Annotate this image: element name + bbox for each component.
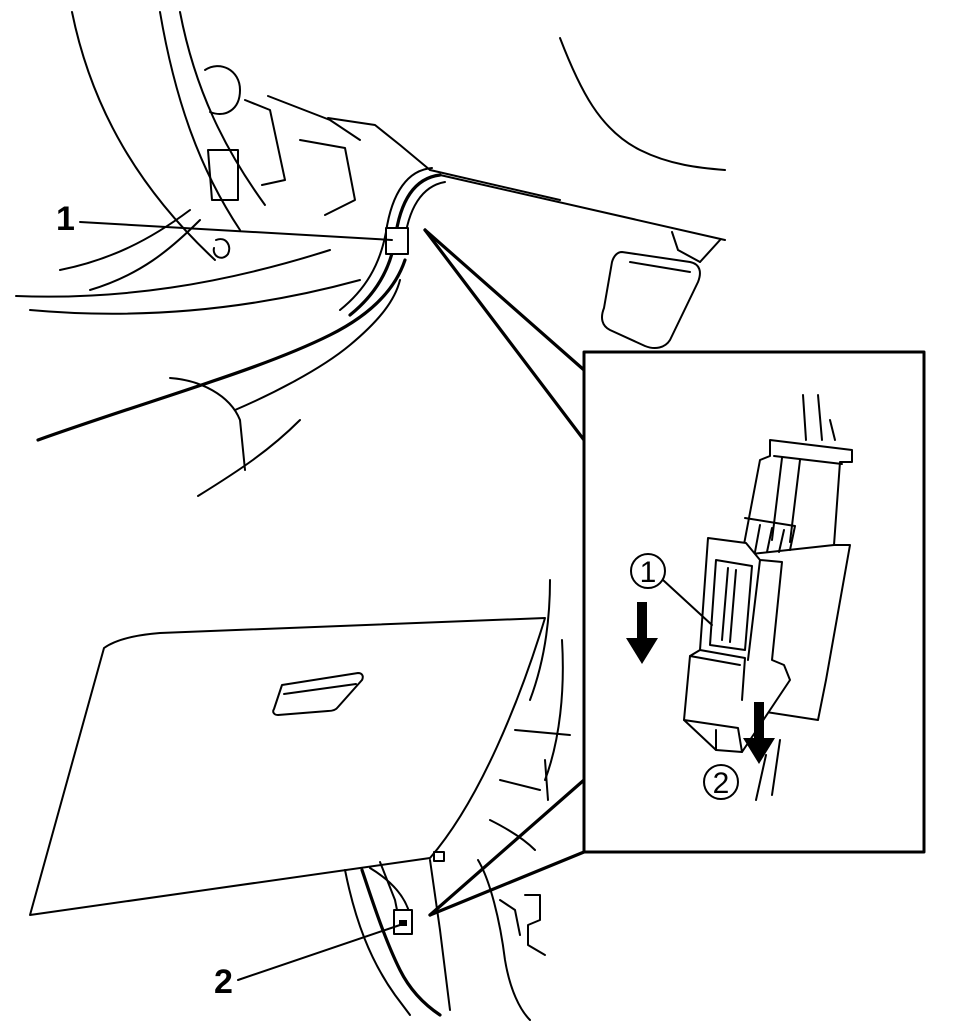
callout-2: 2 (214, 924, 401, 1001)
circled-step-2: 2 (703, 764, 739, 800)
callout-1-leader (79, 221, 393, 241)
detail-inset: 1 2 (582, 350, 926, 854)
lower-glovebox-illustration (29, 579, 571, 1021)
circled-step-1: 1 (630, 553, 713, 626)
circled-step-1-label: 1 (640, 556, 657, 589)
circled-step-2-label: 2 (713, 767, 730, 800)
arrow-step-1 (626, 602, 658, 664)
arrow-step-2 (743, 702, 775, 764)
callout-1: 1 (56, 200, 393, 241)
callout-1-label: 1 (56, 200, 75, 238)
callout-2-label: 2 (214, 963, 233, 1001)
callout-2-leader (237, 924, 401, 981)
zoom-lines (423, 228, 586, 917)
upper-footwell-illustration (15, 11, 726, 497)
